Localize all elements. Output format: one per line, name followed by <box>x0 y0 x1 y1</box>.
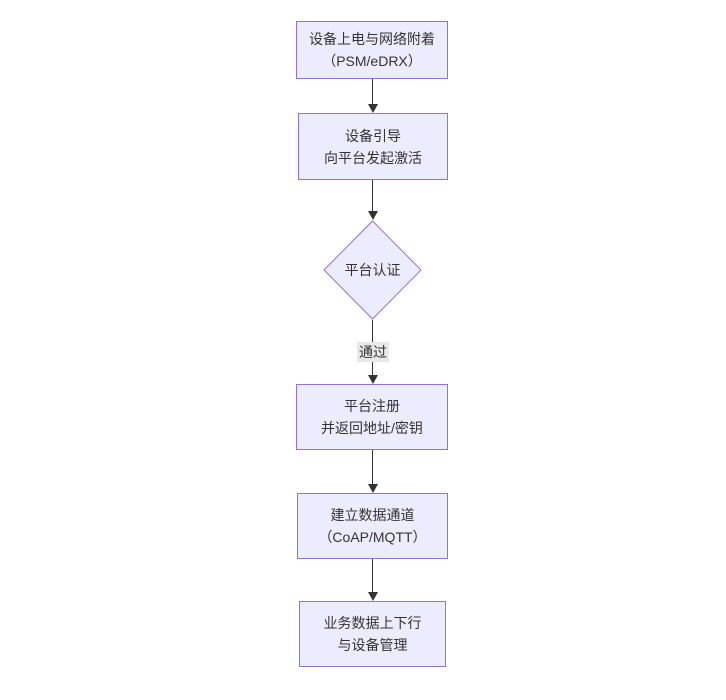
flow-node-data-channel: 建立数据通道 （CoAP/MQTT） <box>297 493 448 559</box>
flow-node-device-bootstrap: 设备引导 向平台发起激活 <box>298 113 448 180</box>
node-text-line: 向平台发起激活 <box>324 149 422 166</box>
flow-arrow-4 <box>372 450 373 484</box>
node-text-line: 平台注册 <box>344 398 400 414</box>
node-text-line: 与设备管理 <box>337 637 408 653</box>
node-text-line: 平台认证 <box>344 262 401 278</box>
node-text-line: 设备引导 <box>345 127 401 144</box>
node-text-line: 建立数据通道 <box>330 507 415 523</box>
flow-arrow-2 <box>372 180 373 211</box>
flow-node-device-attach: 设备上电与网络附着 （PSM/eDRX） <box>296 21 448 79</box>
node-text-line: （PSM/eDRX） <box>322 53 422 69</box>
flow-node-platform-register: 平台注册 并返回地址/密钥 <box>296 384 448 450</box>
flow-arrow-1 <box>372 79 373 104</box>
node-text-line: 业务数据上下行 <box>323 615 422 631</box>
node-text-line: （CoAP/MQTT） <box>318 529 427 545</box>
edge-label-pass: 通过 <box>357 342 389 362</box>
flow-decision-platform-auth: 平台认证 <box>323 220 422 320</box>
node-text-line: 并返回地址/密钥 <box>321 420 423 436</box>
flow-node-business-data: 业务数据上下行 与设备管理 <box>299 601 446 667</box>
node-text-line: 设备上电与网络附着 <box>309 31 435 47</box>
diamond-shape <box>323 220 422 320</box>
flow-arrow-5 <box>372 559 373 592</box>
